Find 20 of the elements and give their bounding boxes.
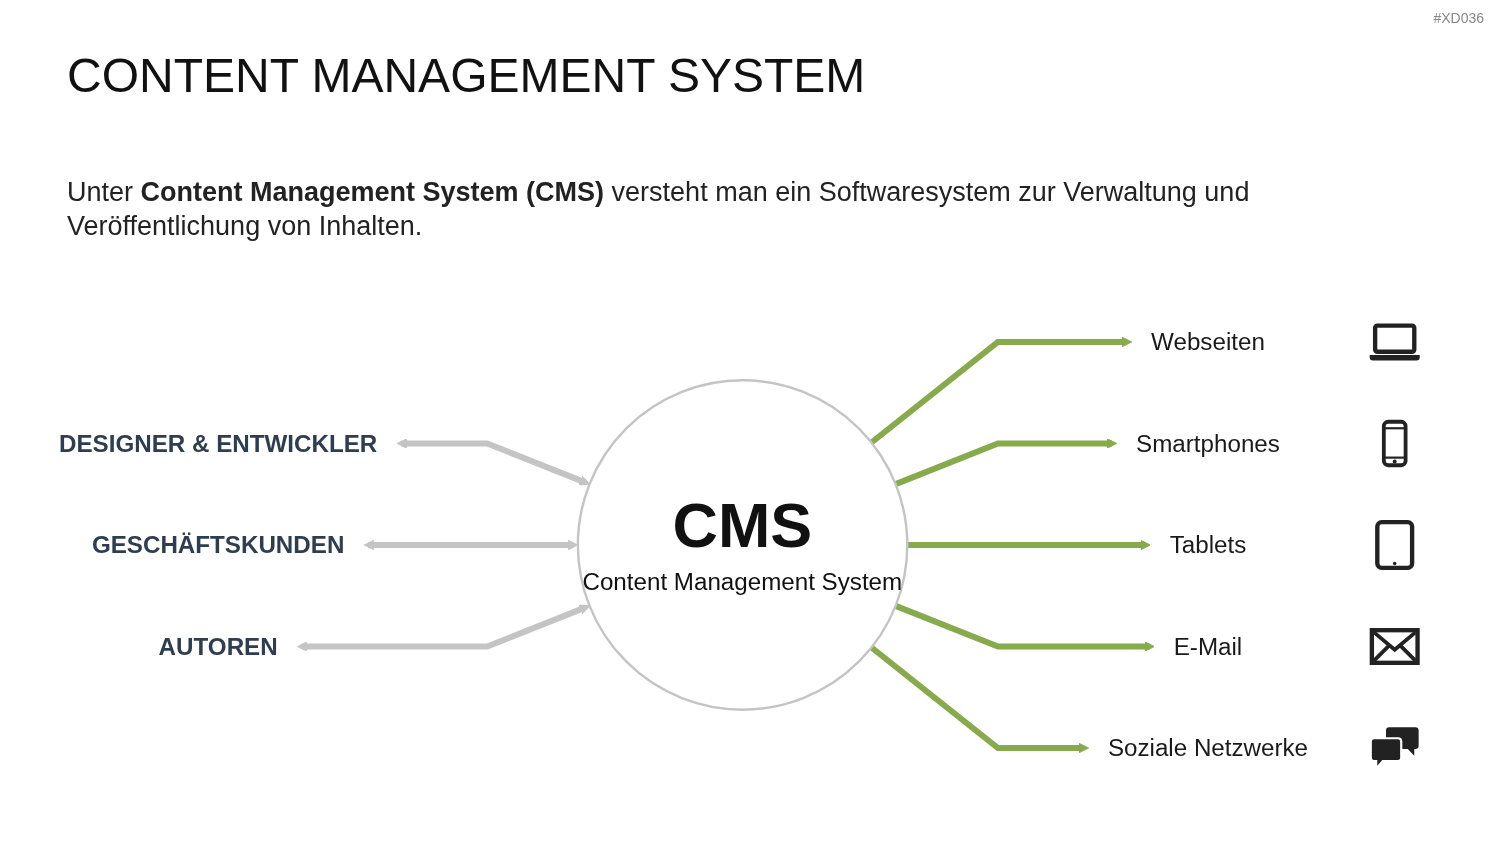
double-headed-arrow xyxy=(363,539,579,551)
cms-circle: CMS Content Management System xyxy=(576,379,909,711)
double-headed-arrow xyxy=(396,438,590,486)
arrow xyxy=(894,603,1155,652)
arrow xyxy=(869,336,1133,445)
channel-label: E-Mail xyxy=(1173,633,1243,660)
audience-label: GESCHÄFTSKUNDEN xyxy=(91,531,345,559)
double-headed-arrow xyxy=(297,604,590,652)
channel-label: Smartphones xyxy=(1136,430,1280,457)
audience-label: DESIGNER & ENTWICKLER xyxy=(59,430,378,457)
channel-label: Soziale Netzwerke xyxy=(1107,734,1309,762)
channel-label: Tablets xyxy=(1169,531,1247,559)
audience-label: AUTOREN xyxy=(158,633,278,660)
arrow xyxy=(907,539,1151,551)
reference-code: #XD036 xyxy=(1433,10,1484,26)
slide-title: CONTENT MANAGEMENT SYSTEM xyxy=(67,50,866,103)
description-text: Unter Content Management System (CMS) versteht man ein Softwaresystem zur Verwaltung und Veröffentlichung von Inhalten. xyxy=(67,176,1251,244)
arrow xyxy=(894,438,1118,487)
channel-label: Webseiten xyxy=(1151,328,1265,356)
arrow xyxy=(869,645,1090,754)
